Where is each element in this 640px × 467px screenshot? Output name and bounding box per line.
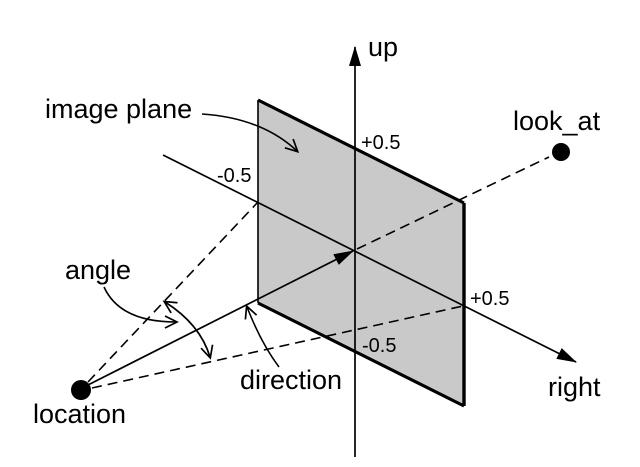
up-axis-label: up [368,32,398,62]
right-axis-positive-tick-label: +0.5 [470,288,509,310]
angle-label: angle [65,255,131,285]
image-plane-top-edge [257,98,465,205]
image-plane [257,98,466,408]
look-at-label: look_at [513,106,601,136]
right-axis-negative-tick-label: -0.5 [217,165,251,187]
image-plane-surface [258,100,464,406]
direction-label: direction [240,365,342,395]
right-axis-line [162,154,577,363]
location-point [71,380,91,400]
image-plane-label: image plane [45,94,192,124]
image-plane-leader-arrow [201,113,300,153]
direction-vector-line [83,250,354,388]
angle-arc-double-arrow [162,300,214,360]
center-to-look-at-dashed-line [356,156,550,250]
up-axis-positive-tick-label: +0.5 [361,132,400,154]
direction-leader-arrow [244,304,280,368]
right-axis-label: right [548,372,601,402]
image-plane-bottom-edge [257,301,465,408]
look-at-point [552,143,570,161]
up-axis-negative-tick-label: -0.5 [362,335,396,357]
location-label: location [33,399,126,429]
frustum-upper-dashed-line [87,201,259,383]
angle-leader-arrow [103,286,179,329]
